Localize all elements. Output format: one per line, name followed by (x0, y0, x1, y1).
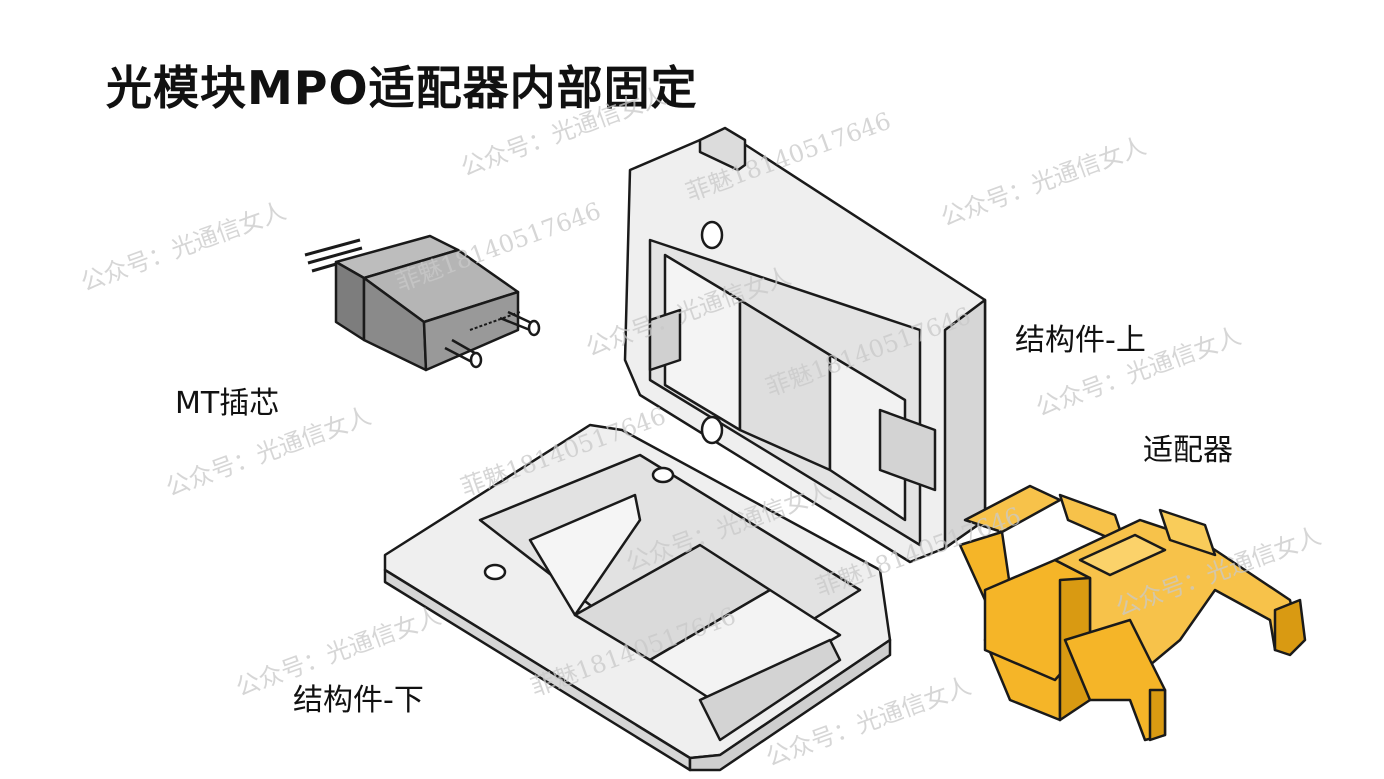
structure-bottom-illustration (383, 423, 892, 772)
page-title: 光模块MPO适配器内部固定 (106, 61, 698, 115)
mt-ferrule-illustration (304, 234, 541, 372)
label-structure-top: 结构件-上 (1015, 323, 1146, 358)
adapter-illustration (958, 484, 1307, 742)
label-mt-ferrule: MT插芯 (175, 386, 280, 421)
structure-top-illustration (623, 126, 987, 564)
label-structure-bottom: 结构件-下 (293, 683, 424, 718)
label-adapter: 适配器 (1143, 433, 1233, 468)
